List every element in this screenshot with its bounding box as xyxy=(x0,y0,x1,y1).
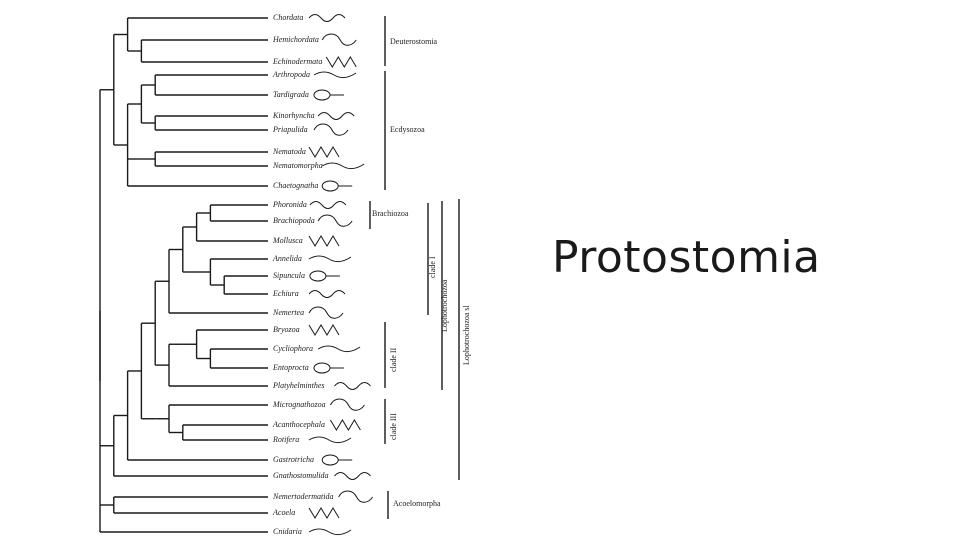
group-label-brachiozoa: Brachiozoa xyxy=(372,209,409,218)
slide-title: Protostomia xyxy=(552,232,821,283)
taxon-label: Sipuncula xyxy=(273,271,305,280)
taxon-label: Bryozoa xyxy=(273,325,300,334)
taxon-label: Brachiopoda xyxy=(273,216,315,225)
spiny-headed-worm-icon xyxy=(329,419,361,431)
sipunculid-icon xyxy=(309,270,340,282)
rotifer-icon xyxy=(308,436,352,444)
taxon-label: Nematoda xyxy=(273,147,306,156)
taxon-label: Micrognathozoa xyxy=(273,400,326,409)
taxon-label: Acanthocephala xyxy=(273,420,325,429)
arrow-worm-icon xyxy=(321,180,353,192)
group-label-deuterostomia: Deuterostomia xyxy=(390,37,438,46)
group-label-lophotrochozoa: Lophotrochozoa xyxy=(440,279,449,332)
taxon-label: Mollusca xyxy=(273,236,303,245)
taxon-label: Chaetognatha xyxy=(273,181,319,190)
taxon-label: Annelida xyxy=(273,254,302,263)
taxon-label: Chordata xyxy=(273,13,304,22)
squid-icon xyxy=(308,235,340,247)
bat-icon xyxy=(308,14,346,22)
taxon-label: Arthropoda xyxy=(273,70,311,79)
micrognathozoan-icon xyxy=(329,398,365,411)
group-label-clade-ii: clade II xyxy=(389,347,398,372)
taxon-label: Echinodermata xyxy=(273,57,323,66)
brachiopod-icon xyxy=(317,214,353,227)
gastrotrich-icon xyxy=(321,454,353,466)
tardigrade-icon xyxy=(313,89,344,101)
cycliophoran-icon xyxy=(317,345,361,353)
taxon-label: Gastrotricha xyxy=(273,455,315,464)
group-label-lophotrochozoa-sl: Lophotrochozoa sl xyxy=(462,305,471,365)
priapulid-icon xyxy=(313,123,349,136)
taxon-label: Hemichordata xyxy=(273,35,319,44)
taxon-label: Nemertodermatida xyxy=(273,492,334,501)
group-label-clade-iii: clade III xyxy=(389,413,398,440)
group-label-ecdysozoa: Ecdysozoa xyxy=(390,125,425,134)
taxon-label: Nemertea xyxy=(273,308,305,317)
taxon-label: Echiura xyxy=(273,289,299,298)
taxon-label: Rotifera xyxy=(273,435,300,444)
echiuran-icon xyxy=(308,290,346,298)
bryozoan-icon xyxy=(308,324,340,336)
acoel-icon xyxy=(308,507,340,519)
nemertodermatid-icon xyxy=(338,490,374,503)
taxon-label: Cycliophora xyxy=(273,344,313,353)
entoproct-icon xyxy=(313,362,344,374)
acorn-worm-icon xyxy=(321,33,357,46)
jellyfish-icon xyxy=(308,528,352,536)
taxon-label: Tardigrada xyxy=(273,90,309,99)
jaw-worm-icon xyxy=(334,472,371,480)
group-label-clade-i: clade I xyxy=(428,256,437,278)
taxon-label: Phoronida xyxy=(273,200,307,209)
group-label-acoelomorpha: Acoelomorpha xyxy=(393,499,441,508)
nematode-icon xyxy=(308,146,340,158)
taxon-label: Gnathostomulida xyxy=(273,471,329,480)
flatworm-icon xyxy=(334,382,371,390)
taxon-label: Nematomorpha xyxy=(273,161,323,170)
taxon-label: Kinorhyncha xyxy=(273,111,315,120)
arthropod-icon xyxy=(313,71,357,79)
annelid-icon xyxy=(308,255,352,263)
taxon-label: Entoprocta xyxy=(273,363,309,372)
kinorhynch-icon xyxy=(317,112,355,120)
starfish-icon xyxy=(325,56,357,68)
taxon-label: Cnidaria xyxy=(273,527,302,536)
ribbon-worm-icon xyxy=(308,306,344,319)
horsehair-worm-icon xyxy=(321,162,365,170)
taxon-label: Acoela xyxy=(273,508,296,517)
taxon-label: Priapulida xyxy=(273,125,308,134)
taxon-label: Platyhelminthes xyxy=(273,381,325,390)
phoronid-icon xyxy=(309,201,347,209)
